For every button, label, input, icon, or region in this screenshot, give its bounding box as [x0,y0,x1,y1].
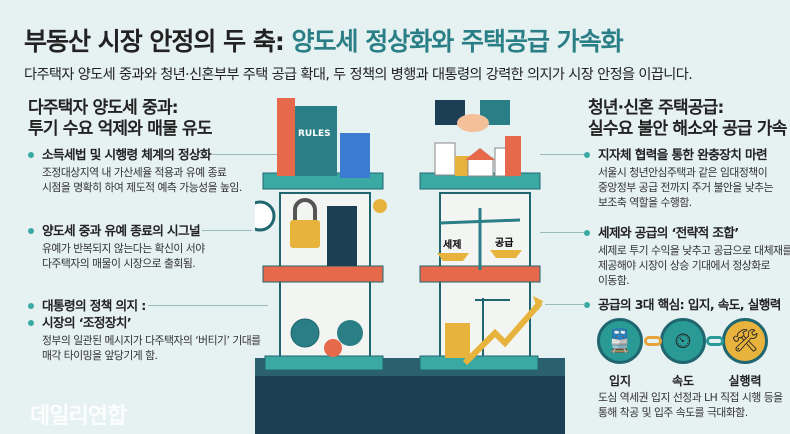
subtitle: 다주택자 양도세 중과와 청년·신혼부부 주택 공급 확대, 두 정책의 병행과… [24,67,693,83]
watermark: 데일리연합 [30,404,127,429]
right-item-2: 세제와 공급의 ‘전략적 조합’ 세제로 투기 수익을 낮추고 공급으로 대체재… [584,224,790,288]
clock-icon [255,200,276,232]
item-title: 세제와 공급의 ‘전략적 조합’ [584,224,790,241]
right-heading-line2: 실수요 불안 해소와 공급 가속 [588,119,787,139]
left-pillar: RULES [255,98,387,371]
desc-line: 매각 타이밍을 앞당기게 함. [42,349,158,362]
pillars-illustration: RULES 세제 공급 [255,98,565,434]
platform [255,373,565,434]
right-heading: 청년·신혼 주택공급:실수요 불안 해소와 공급 가속 [588,98,787,140]
item-title: 지자체 협력을 통한 완충장치 마련 [584,146,773,163]
book-icon [277,98,295,176]
desc-line: 제공해야 시장이 상승 기대에서 정상화로 [598,259,771,272]
title-main: 부동산 시장 안정의 두 축: [24,27,285,56]
growth-arrow-icon [462,301,543,366]
buildings-icon [434,142,456,176]
right-item-3: 공급의 3대 핵심: 입지, 속도, 실행력 [584,296,781,313]
item-title: 양도세 중과 유예 종료의 시그널 [28,222,205,239]
connector-line [148,305,268,306]
desc-line: 통해 착공 및 입주 속도를 극대화함. [598,406,748,419]
right-heading-line1: 청년·신혼 주택공급: [588,98,724,118]
train-icon: 🚆 [597,318,643,364]
connector-line [212,154,277,155]
title-accent: 양도세 정상화와 주택공급 가속화 [291,27,624,56]
key-label-location: 입지 [608,374,632,388]
door-icon [327,206,357,266]
connector-line [540,232,584,233]
lock-icon [290,220,320,248]
chain-link [706,336,724,346]
desc-line: 서울시 청년안심주택과 같은 임대정책이 [598,166,768,179]
gear-icon [337,320,363,346]
item-title: 공급의 3대 핵심: 입지, 속도, 실행력 [584,296,781,313]
left-item-3: 대통령의 정책 의지 : 시장의 ‘조정장치’ 정부의 일관된 메시지가 다주택… [28,297,261,363]
connector-line [540,154,584,155]
desc-line: 세제로 투기 수익을 낮추고 공급으로 대체재를 [598,244,790,257]
key-label-speed: 속도 [671,374,695,388]
desc-line: 유예가 반복되지 않는다는 확신이 서야 [42,242,205,255]
scale-right-label: 공급 [495,237,513,249]
item-title: 대통령의 정책 의지 : [28,297,261,314]
item-title: 소득세법 및 시행령 체계의 정상화 [28,146,242,163]
desc-line: 다주택자의 매물이 시장으로 출회됨. [42,257,196,270]
building-icon [445,323,470,358]
left-heading: 다주택자 양도세 중과:투기 수요 억제와 매물 유도 [28,98,213,140]
desc-line: 시점을 명확히 하여 제도적 예측 가능성을 높임. [42,181,242,194]
desc-line: 정부의 일관된 메시지가 다주택자의 ‘버티기’ 기대를 [42,334,261,347]
page-title: 부동산 시장 안정의 두 축: 양도세 정상화와 주택공급 가속화 [24,22,624,58]
right-pillar: 세제 공급 [419,100,543,371]
desc-line: 조정대상지역 내 가산세율 적용과 유예 종료 [42,166,227,179]
desc-line: 도심 역세권 입지 선정과 LH 직접 시행 등을 [598,391,783,404]
scale-left-label: 세제 [443,238,461,251]
left-heading-line1: 다주택자 양도세 중과: [28,98,179,118]
left-item-1: 소득세법 및 시행령 체계의 정상화 조정대상지역 내 가산세율 적용과 유예 … [28,146,242,195]
blueprint-icon [340,133,370,178]
key-label-execution: 실행력 [728,374,762,388]
speedometer-icon: ⏲ [660,318,706,364]
desc-line: 중앙정부 공급 전까지 주거 불안을 낮추는 [598,181,774,194]
desc-line: 보조축 역할을 수행함. [598,196,692,209]
connector-line [202,230,252,231]
book-label: RULES [298,129,331,139]
desc-line: 이동함. [598,274,630,287]
tools-icon: 🛠 [722,318,768,364]
dial-icon [290,318,320,348]
connector-line [545,304,585,305]
item-title-line2: 시장의 ‘조정장치’ [28,314,261,331]
left-heading-line2: 투기 수요 억제와 매물 유도 [28,119,213,139]
chain-link [644,336,662,346]
key-icon [373,199,387,213]
